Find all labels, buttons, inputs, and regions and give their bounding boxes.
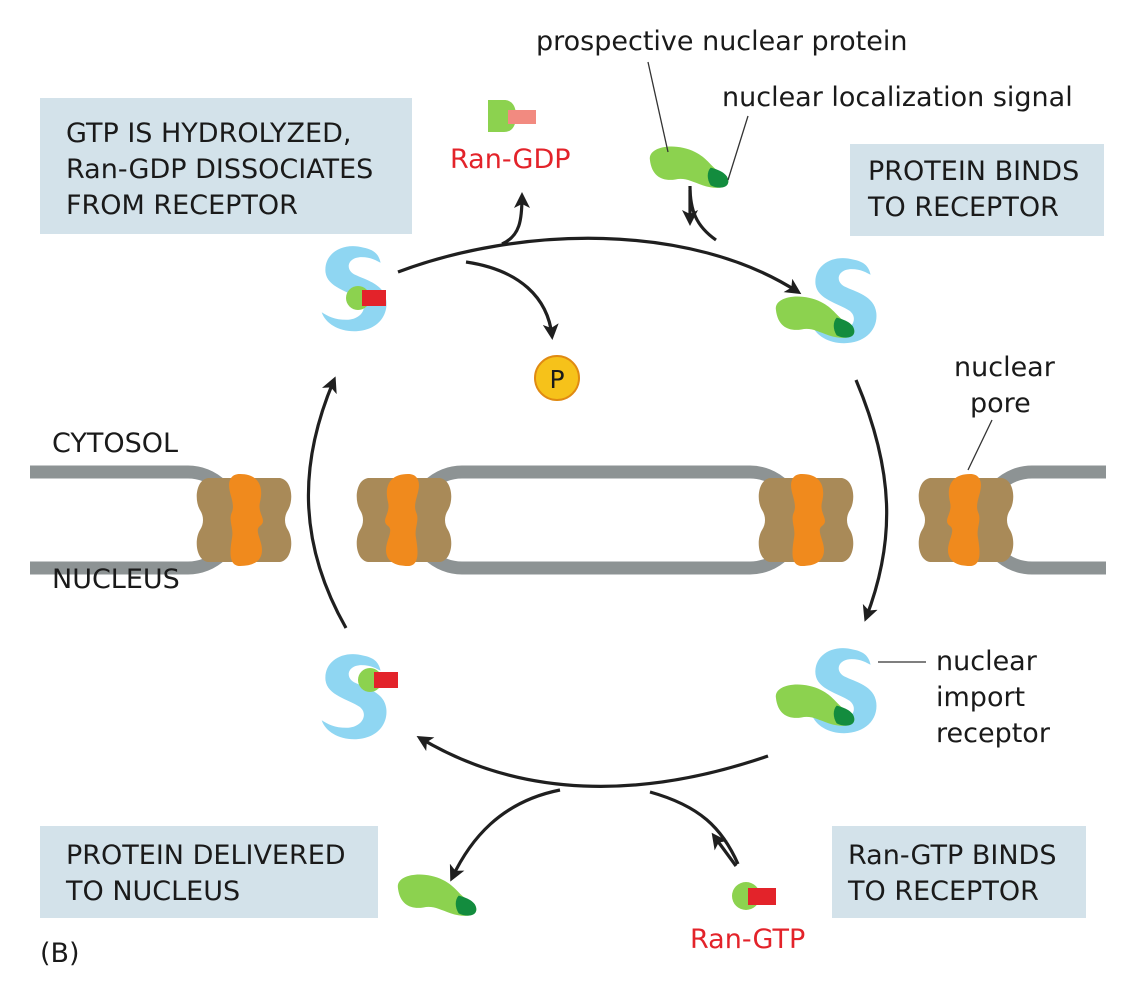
nuclear-pore-right	[918, 474, 1014, 566]
step-protein-binds-line-1: PROTEIN BINDS	[868, 156, 1079, 187]
nuclear-pore-left	[196, 474, 292, 566]
ran-gtp-bound-icon	[358, 668, 398, 692]
step-protein-delivered-line-1: PROTEIN DELIVERED	[66, 840, 346, 871]
nuclear-pore-label-line-2: pore	[970, 388, 1031, 419]
step-rangtp-binds-line-2: TO RECEPTOR	[847, 876, 1039, 907]
nls-label: nuclear localization signal	[722, 82, 1073, 113]
cytosol-label: CYTOSOL	[52, 428, 178, 459]
receptor-with-rangtp-bottom-left	[321, 654, 398, 740]
phosphate-label: P	[549, 365, 564, 394]
ran-gdp-label: Ran-GDP	[450, 144, 571, 175]
step-gtp-hydrolyzed-line-1: GTP IS HYDROLYZED,	[66, 118, 351, 149]
gtp-block-icon	[748, 888, 776, 905]
prospective-nuclear-protein-icon	[649, 146, 729, 188]
prospective-protein-label: prospective nuclear protein	[536, 26, 907, 57]
nucleus-label: NUCLEUS	[52, 564, 180, 595]
receptor-with-cargo-top-right	[775, 258, 877, 344]
step-protein-delivered-line-2: TO NUCLEUS	[65, 876, 240, 907]
panel-label: (B)	[40, 938, 80, 969]
nuclear-pore-center-left	[356, 474, 452, 566]
phosphate-icon	[534, 355, 580, 401]
step-rangtp-binds-line-1: Ran-GTP BINDS	[848, 840, 1057, 871]
step-gtp-hydrolyzed-line-3: FROM RECEPTOR	[66, 190, 298, 221]
nuclear-pore-center-right	[758, 474, 854, 566]
ran-gtp-label: Ran-GTP	[690, 924, 805, 955]
nuclear-pore-leader	[967, 419, 993, 471]
delivered-protein-icon	[397, 874, 477, 916]
receptor-with-cargo-bottom-right	[775, 648, 877, 734]
import-receptor-label-line-2: import	[936, 682, 1025, 713]
nuclear-pore-label-line-1: nuclear	[954, 352, 1056, 383]
prospective-protein-leader	[647, 61, 669, 153]
ran-gtp-molecule	[732, 882, 776, 910]
cycle-arrows	[306, 185, 889, 882]
gdp-block-icon	[508, 110, 536, 124]
step-box-gtp-hydrolyzed: GTP IS HYDROLYZED, Ran-GDP DISSOCIATES F…	[40, 98, 412, 234]
step-box-protein-binds: PROTEIN BINDS TO RECEPTOR	[850, 144, 1104, 236]
step-gtp-hydrolyzed-line-2: Ran-GDP DISSOCIATES	[66, 154, 373, 185]
step-box-protein-delivered: PROTEIN DELIVERED TO NUCLEUS	[40, 826, 378, 918]
import-receptor-label-line-3: receptor	[936, 718, 1051, 749]
receptor-with-rangtp-top-left	[321, 246, 387, 332]
nls-leader	[727, 115, 749, 181]
phosphate-molecule: P	[534, 355, 580, 401]
step-protein-binds-line-2: TO RECEPTOR	[867, 192, 1059, 223]
ran-gdp-molecule	[488, 100, 536, 132]
step-box-rangtp-binds: Ran-GTP BINDS TO RECEPTOR	[832, 826, 1086, 918]
import-receptor-label-line-1: nuclear	[936, 646, 1038, 677]
import-receptor-icon	[321, 654, 387, 740]
